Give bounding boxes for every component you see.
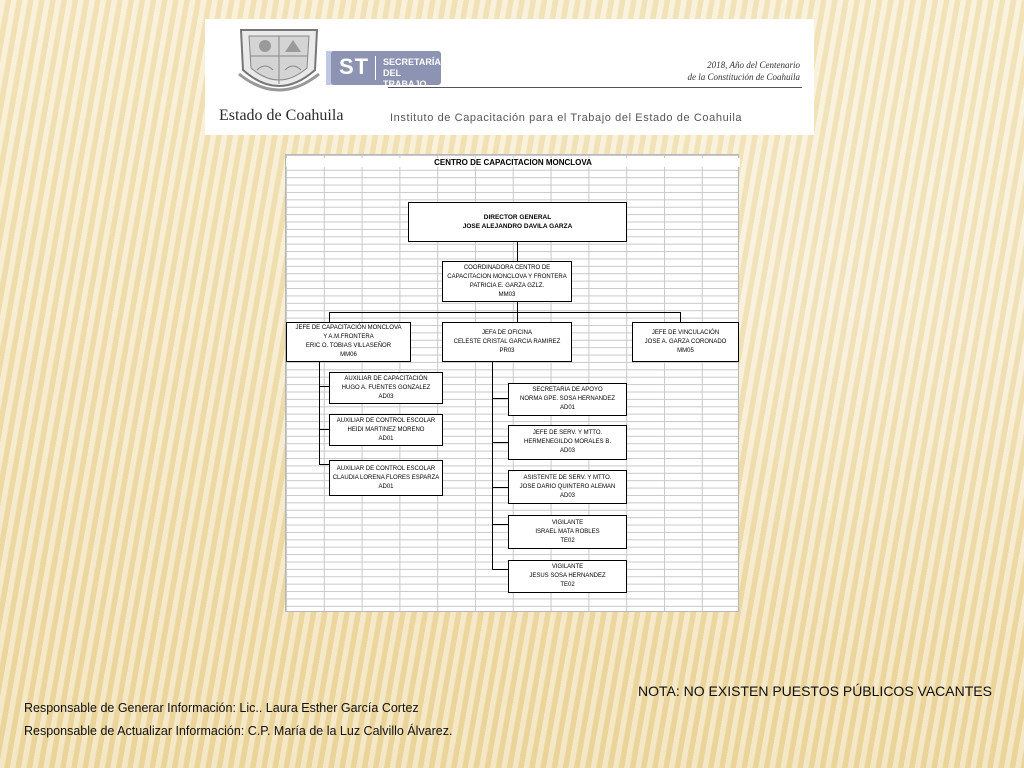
jefe-vin-name: JOSE A. GARZA CORONADO (644, 338, 727, 345)
box-secretaria-apoyo: SECRETARIA DE APOYO NORMA GPE. SOSA HERN… (508, 383, 627, 416)
jefe-cap-name: ERIC O. TOBIAS VILLASEÑOR (305, 343, 392, 349)
centenario-line-2: de la Constitución de Coahuila (687, 72, 801, 82)
connector-sec-apoyo (492, 398, 508, 399)
box-asistente-servicios: ASISTENTE DE SERV. Y MTTO. JOSE DARIO QU… (508, 470, 627, 504)
coord-line-2: CAPACITACION MONCLOVA Y FRONTERA (447, 273, 567, 280)
centenario-text: 2018, Año del Centenario de la Constituc… (688, 59, 801, 83)
aux-ctrl2-code: AD01 (378, 483, 394, 490)
asis-serv-title: ASISTENTE DE SERV. Y MTTO. (523, 474, 612, 481)
vig1-code: TE02 (560, 537, 575, 544)
st-logo-separator (375, 56, 376, 80)
sec-apoyo-code: AD01 (559, 405, 575, 411)
box-auxiliar-capacitacion: AUXILIAR DE CAPACITACIÓN HUGO A. FUENTES… (329, 372, 443, 404)
jefe-cap-line-1: JEFE DE CAPACITACIÓN MONCLOVA (295, 325, 402, 331)
connector-jefe-serv (492, 442, 508, 443)
chart-title: CENTRO DE CAPACITACION MONCLOVA (286, 158, 740, 167)
vig1-title: VIGILANTE (551, 519, 584, 526)
jefe-serv-title: JEFE DE SERV. Y MTTO. (532, 430, 603, 436)
connector-asis-serv (492, 487, 508, 488)
st-logo-text: SECRETARÍA DEL TRABAJO (383, 57, 441, 89)
connector-jefe-cap-vertical (319, 362, 320, 464)
connector-vig2 (492, 569, 508, 570)
box-jefe-vinculacion: JEFE DE VINCULACIÓN JOSE A. GARZA CORONA… (632, 322, 739, 362)
connector-aux-ctrl2 (319, 464, 329, 465)
aux-ctrl1-title: AUXILIAR DE CONTROL ESCOLAR (336, 417, 436, 424)
box-coordinadora: COORDINADORA CENTRO DE CAPACITACION MONC… (442, 261, 572, 302)
jefa-of-code: PR03 (499, 347, 515, 354)
asis-serv-name: JOSE DARIO QUINTERO ALEMAN (519, 483, 616, 490)
st-logo-accent (326, 51, 334, 85)
jefe-vin-code: MM05 (677, 347, 694, 354)
connector-bus-jefe-vin (680, 312, 681, 322)
vig1-name: ISRAEL MATA ROBLES (535, 528, 600, 535)
box-auxiliar-control-2: AUXILIAR DE CONTROL ESCOLAR CLAUDIA LORE… (329, 460, 443, 496)
st-logo-letters: ST (339, 54, 370, 79)
vig2-name: JESUS SOSA HERNANDEZ (529, 573, 606, 579)
box-jefe-capacitacion: JEFE DE CAPACITACIÓN MONCLOVA Y A.M.FRON… (286, 322, 411, 362)
responsable-generar: Responsable de Generar Información: Lic.… (24, 701, 419, 715)
aux-ctrl1-name: HEIDI MARTINEZ MORENO (347, 426, 425, 433)
director-title: DIRECTOR GENERAL (483, 214, 552, 221)
connector-bus-jefa-of (517, 312, 518, 322)
connector-vig1 (492, 524, 508, 525)
aux-ctrl2-title: AUXILIAR DE CONTROL ESCOLAR (336, 465, 436, 472)
centenario-line-1: 2018, Año del Centenario (707, 60, 800, 70)
aux-cap-code: AD03 (378, 393, 394, 400)
aux-cap-name: HUGO A. FUENTES GONZALEZ (341, 384, 431, 391)
sec-apoyo-title: SECRETARIA DE APOYO (532, 387, 603, 393)
connector-aux-ctrl1 (319, 429, 329, 430)
asis-serv-code: AD03 (559, 492, 575, 499)
jefa-of-title: JEFA DE OFICINA (481, 329, 532, 336)
connector-jefa-of-vertical (492, 362, 493, 570)
box-vigilante-1: VIGILANTE ISRAEL MATA ROBLES TE02 (508, 515, 627, 549)
jefe-vin-title: JEFE DE VINCULACIÓN (651, 329, 720, 336)
connector-coord-bus (517, 302, 518, 312)
box-vigilante-2: VIGILANTE JESUS SOSA HERNANDEZ TE02 (508, 560, 627, 593)
box-jefe-servicios: JEFE DE SERV. Y MTTO. HERMENEGILDO MORAL… (508, 425, 627, 460)
connector-director-coord (517, 242, 518, 261)
responsable-actualizar: Responsable de Actualizar Información: C… (24, 724, 453, 738)
aux-ctrl2-name: CLAUDIA LORENA FLORES ESPARZA (332, 474, 440, 481)
estado-coahuila-label: Estado de Coahuila (219, 107, 344, 124)
banner-divider (388, 87, 802, 88)
connector-bus-horizontal (329, 312, 681, 313)
box-auxiliar-control-1: AUXILIAR DE CONTROL ESCOLAR HEIDI MARTIN… (329, 414, 443, 446)
header-banner: Estado de Coahuila ST SECRETARÍA DEL TRA… (205, 19, 814, 135)
instituto-label: Instituto de Capacitación para el Trabaj… (390, 112, 743, 124)
jefe-cap-line-2: Y A.M.FRONTERA (323, 334, 374, 340)
connector-aux-cap (319, 386, 329, 387)
jefa-of-name: CELESTE CRISTAL GARCIA RAMIREZ (453, 338, 561, 345)
org-chart: CENTRO DE CAPACITACION MONCLOVA DIRECTOR… (285, 154, 740, 612)
jefe-serv-code: AD03 (559, 448, 575, 454)
nota-vacantes: NOTA: NO EXISTEN PUESTOS PÚBLICOS VACANT… (638, 683, 992, 699)
sec-apoyo-name: NORMA GPE. SOSA HERNANDEZ (519, 396, 616, 402)
box-jefa-oficina: JEFA DE OFICINA CELESTE CRISTAL GARCIA R… (442, 322, 572, 362)
vig2-title: VIGILANTE (551, 564, 584, 570)
aux-cap-title: AUXILIAR DE CAPACITACIÓN (344, 375, 428, 382)
director-name: JOSE ALEJANDRO DAVILA GARZA (462, 223, 573, 230)
connector-bus-jefe-cap (329, 312, 330, 322)
aux-ctrl1-code: AD01 (378, 435, 394, 442)
coahuila-seal-icon (238, 29, 320, 92)
vig2-code: TE02 (560, 582, 575, 588)
coord-line-1: COORDINADORA CENTRO DE (463, 264, 551, 271)
coord-code: MM03 (498, 291, 516, 298)
coord-name: PATRICIA E. GARZA GZLZ. (469, 282, 545, 289)
jefe-serv-name: HERMENEGILDO MORALES B. (523, 439, 612, 445)
box-director-general: DIRECTOR GENERAL JOSE ALEJANDRO DAVILA G… (408, 202, 627, 242)
jefe-cap-code: MM06 (340, 352, 357, 358)
secretaria-trabajo-logo: ST SECRETARÍA DEL TRABAJO (331, 51, 441, 89)
